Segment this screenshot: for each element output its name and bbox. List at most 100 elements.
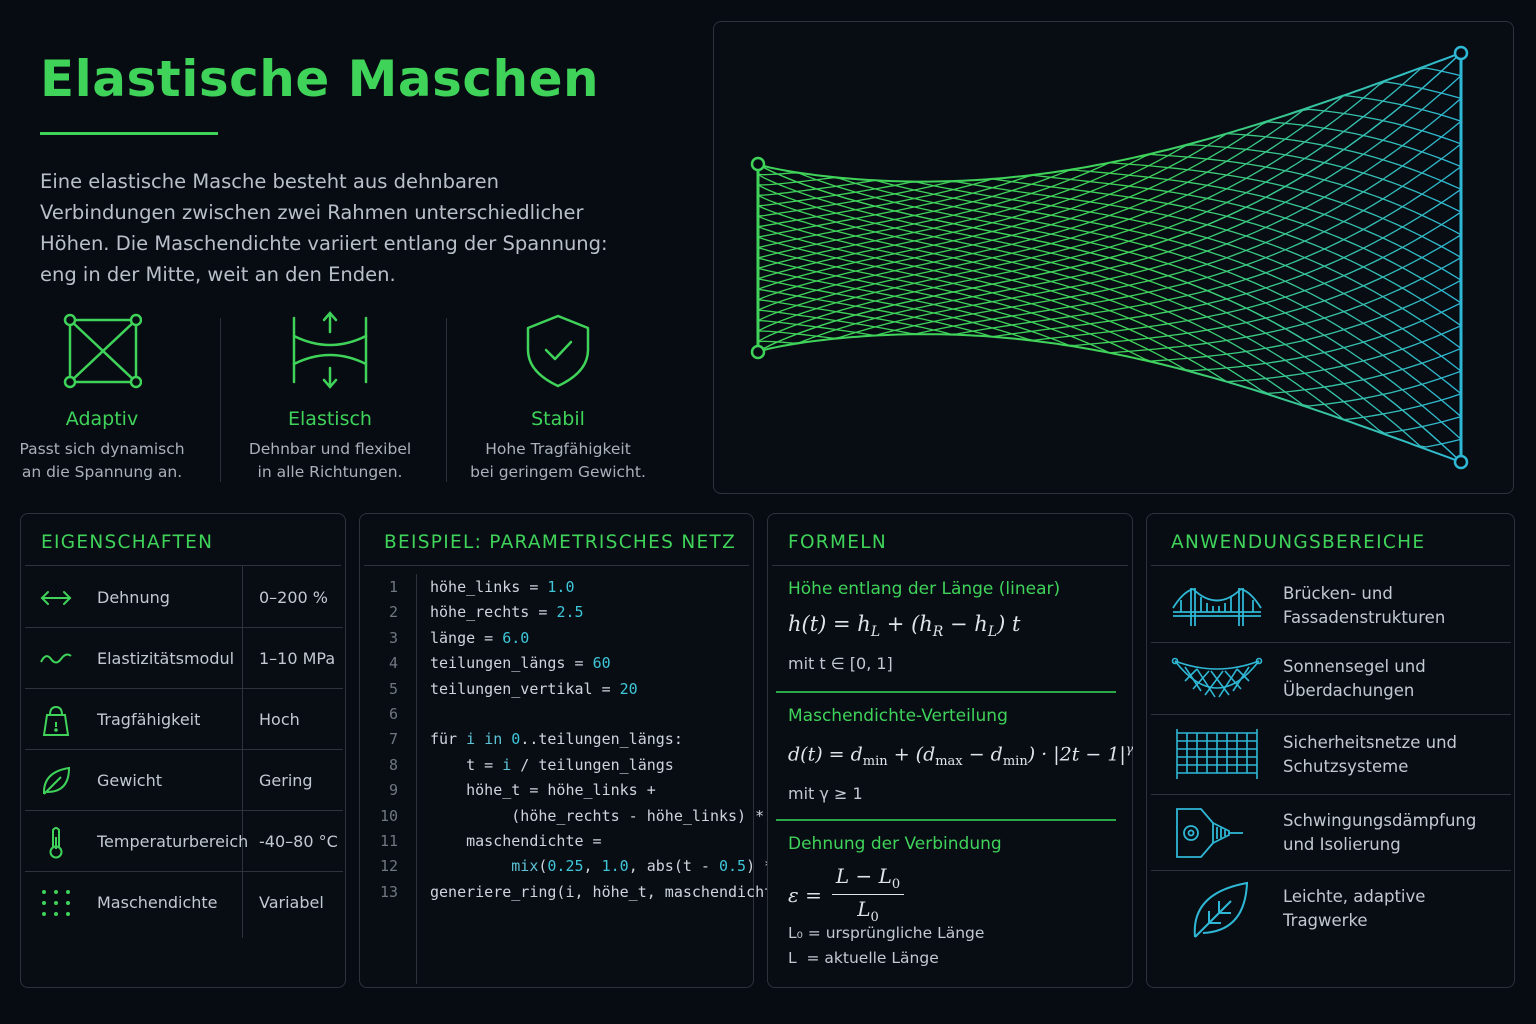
mesh-strand: [757, 143, 1462, 335]
code-text: teilungen_vertikal = 20: [430, 679, 638, 698]
panel-title: ANWENDUNGSBEREICHE: [1171, 532, 1426, 553]
formula-note: mit t ∈ [0, 1]: [788, 654, 893, 673]
code-text: höhe_links = 1.0: [430, 578, 575, 596]
line-number: 5: [388, 679, 398, 698]
feature-desc: Dehnbar und flexibel: [248, 440, 412, 458]
property-value: Variabel: [259, 893, 324, 912]
page-title: Elastische Maschen: [40, 50, 600, 108]
damper-icon: [1176, 808, 1243, 858]
application-label: Sicherheitsnetze und: [1283, 733, 1458, 752]
line-number: 7: [388, 730, 398, 749]
line-number: 10: [379, 806, 398, 825]
code-text: maschendichte =: [430, 832, 602, 850]
mesh-strand: [757, 166, 1462, 335]
mesh-strand: [758, 97, 1462, 339]
formula-note: L = aktuelle Länge: [788, 949, 939, 967]
divider: [364, 565, 749, 566]
application-row: Schwingungsdämpfung und Isolierung: [1151, 795, 1511, 871]
formula-note: L₀ = ursprüngliche Länge: [788, 924, 985, 942]
shield-check-icon: [526, 314, 590, 388]
divider: [220, 318, 221, 482]
double-arrow-icon: [40, 591, 72, 605]
feature-elastisch: Elastisch Dehnbar und flexibel in alle Ri…: [230, 310, 430, 484]
mesh-strand: [757, 75, 1462, 344]
code-text: mix(0.25, 1.0, abs(t - 0.5) * 2.0): [511, 857, 818, 876]
property-value: 0–200 %: [259, 588, 329, 607]
property-value: -40–80 °C: [259, 832, 338, 851]
property-row: Gewicht Gering: [25, 751, 343, 811]
feature-desc: Hohe Tragfähigkeit: [485, 440, 631, 458]
application-label: und Isolierung: [1283, 835, 1401, 854]
code-line: 8 t = i / teilungen_längs: [360, 756, 750, 781]
weight-icon: [42, 705, 70, 736]
divider: [1151, 565, 1510, 566]
property-value: Hoch: [259, 710, 300, 729]
code-line: 3 länge = 6.0: [360, 629, 750, 654]
line-number: 6: [388, 705, 398, 723]
formula-heading: Maschendichte-Verteilung: [788, 706, 1008, 726]
code-line: 6: [360, 705, 750, 730]
property-row: Dehnung 0–200 %: [25, 568, 343, 628]
mesh-edge: [757, 333, 1462, 463]
line-number: 3: [388, 628, 398, 647]
frame-node: [1453, 45, 1469, 61]
application-label: Sonnensegel und: [1283, 657, 1426, 676]
mesh-strand: [757, 180, 1462, 349]
code-line: 1 höhe_links = 1.0: [360, 578, 750, 603]
code-line: 5 teilungen_vertikal = 20: [360, 680, 750, 705]
bridge-icon: [1172, 587, 1262, 626]
hammock-net-icon: [1171, 657, 1263, 698]
application-label: Schwingungsdämpfung: [1283, 811, 1477, 830]
property-name: Tragfähigkeit: [97, 710, 201, 729]
code-text: länge = 6.0: [430, 628, 530, 647]
panel-title: FORMELN: [788, 532, 887, 553]
application-label: Schutzsysteme: [1283, 757, 1409, 776]
leaf-icon: [42, 766, 71, 795]
feature-desc: in alle Richtungen.: [257, 463, 403, 481]
line-number: 1: [388, 578, 398, 596]
property-row: Temperaturbereich -40–80 °C: [25, 812, 343, 872]
formula-height: h(t) = hL + (hR − hL) t: [788, 612, 1021, 641]
divider: [416, 574, 417, 984]
property-name: Maschendichte: [97, 893, 218, 912]
mesh-visualization-panel: [713, 21, 1514, 494]
properties-panel: EIGENSCHAFTEN Dehnung 0–200 % Elastizitä…: [20, 513, 346, 988]
divider: [772, 565, 1128, 566]
application-label: Leichte, adaptive: [1283, 887, 1426, 906]
thermometer-icon: [49, 827, 63, 859]
line-number: 4: [388, 654, 398, 673]
formula-strain: ε = L − L0 L0: [788, 864, 905, 925]
divider: [25, 565, 341, 566]
code-text: teilungen_längs = 60: [430, 654, 611, 673]
mesh-strand: [757, 81, 1462, 332]
divider: [776, 819, 1116, 821]
feature-desc: an die Spannung an.: [21, 463, 183, 481]
formula-heading: Dehnung der Verbindung: [788, 834, 1002, 854]
safety-net-icon: [1176, 729, 1258, 779]
wave-icon: [40, 653, 72, 664]
line-number: 13: [379, 882, 398, 901]
application-label: Überdachungen: [1283, 681, 1415, 700]
property-row: Tragfähigkeit Hoch: [25, 690, 343, 750]
panel-title: EIGENSCHAFTEN: [41, 532, 214, 553]
leaf-icon: [1193, 881, 1249, 938]
title-underline: [40, 132, 218, 135]
mesh-edge: [757, 52, 1462, 183]
line-number: 12: [379, 857, 398, 876]
stretch-icon: [292, 311, 368, 389]
divider: [446, 318, 447, 482]
code-line: 4 teilungen_längs = 60: [360, 654, 750, 679]
feature-title: Elastisch: [288, 408, 372, 430]
mesh-strand: [757, 205, 1462, 407]
divider: [242, 566, 243, 938]
code-text: (höhe_rechts - höhe_links) * t: [430, 806, 783, 825]
mesh-illustration: [750, 45, 1469, 470]
